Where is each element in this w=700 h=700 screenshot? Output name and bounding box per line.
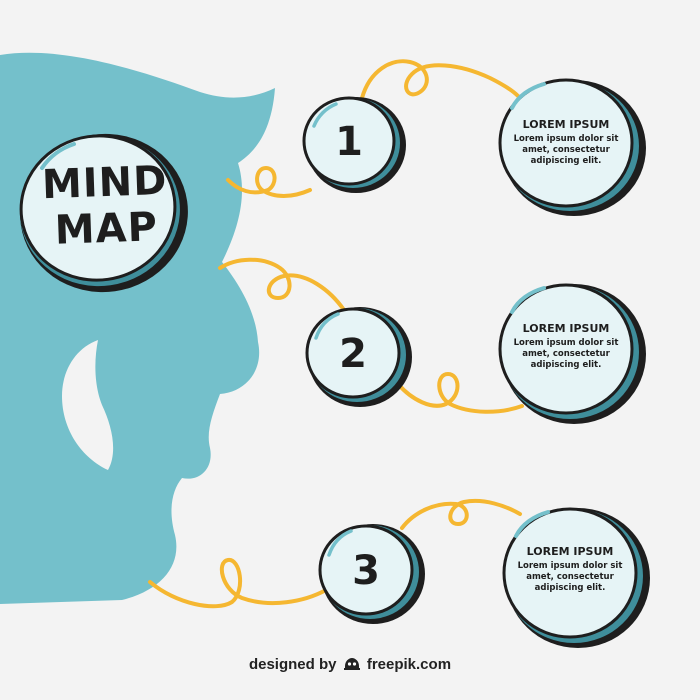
- freepik-logo-icon: [343, 658, 360, 670]
- connector-1-to-card-1: [360, 59, 520, 100]
- node-number-1: 1: [335, 119, 363, 165]
- node-card-text: Lorem ipsum dolor sit amet, consectetur …: [513, 338, 619, 370]
- node-card-heading: LOREM IPSUM: [526, 545, 614, 558]
- connectors: [148, 59, 524, 609]
- node-card-heading: LOREM IPSUM: [522, 118, 610, 131]
- connector-2-to-card-2: [396, 371, 524, 414]
- text-bubble-1: [498, 78, 646, 216]
- connector-head-to-3: [148, 558, 328, 609]
- number-bubble-1: [302, 96, 406, 193]
- head-silhouette: [0, 52, 275, 604]
- text-bubble-3: [502, 507, 650, 648]
- ear-cutout: [62, 340, 114, 470]
- node-number-3: 3: [352, 548, 380, 594]
- credit-prefix: designed by: [248, 656, 337, 673]
- center-bubble: [19, 133, 188, 293]
- connector-3-to-card-3: [400, 499, 522, 530]
- connector-center-to-1: [226, 165, 312, 198]
- connector-center-to-2: [218, 257, 346, 312]
- designer-credit: designed by freepik.com: [0, 656, 700, 673]
- text-bubble-2: [498, 283, 646, 424]
- credit-brand: freepik.com: [366, 656, 452, 673]
- node-card-text: Lorem ipsum dolor sit amet, consectetur …: [517, 561, 623, 593]
- node-card-1: LOREM IPSUM Lorem ipsum dolor sit amet, …: [506, 118, 626, 167]
- number-bubble-2: [305, 307, 412, 407]
- node-number-2: 2: [339, 331, 367, 377]
- number-bubble-3: [318, 524, 425, 624]
- node-card-3: LOREM IPSUM Lorem ipsum dolor sit amet, …: [510, 545, 630, 594]
- node-card-2: LOREM IPSUM Lorem ipsum dolor sit amet, …: [506, 322, 626, 371]
- node-card-text: Lorem ipsum dolor sit amet, consectetur …: [513, 134, 619, 166]
- node-card-heading: LOREM IPSUM: [522, 322, 610, 335]
